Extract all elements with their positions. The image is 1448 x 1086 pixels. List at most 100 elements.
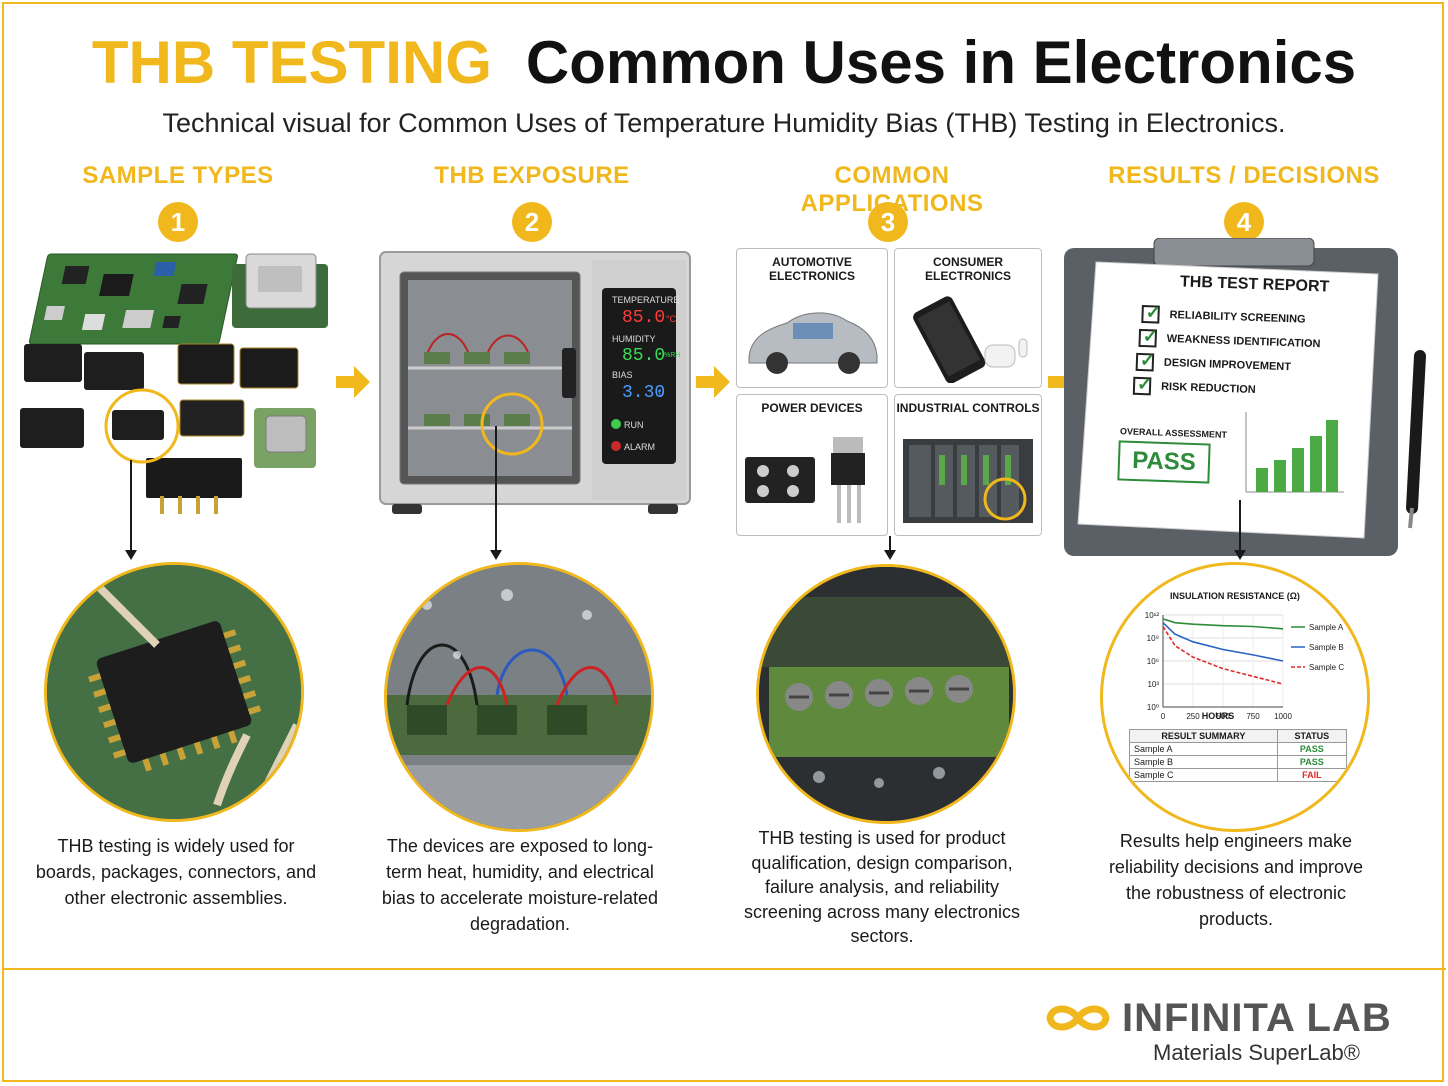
table-row: Sample A PASS <box>1129 742 1348 756</box>
check-label: RISK REDUCTION <box>1160 380 1256 397</box>
table-header: STATUS <box>1276 729 1348 743</box>
step-2-heading: THB EXPOSURE <box>434 162 630 189</box>
checkbox-checked-icon: ✓ <box>1135 350 1155 372</box>
series-line-sample-b <box>1162 622 1284 662</box>
checkbox-checked-icon: ✓ <box>1132 374 1153 396</box>
assessment-stamp: PASS <box>1117 440 1211 484</box>
table-cell-sample: Sample A <box>1129 742 1278 756</box>
y-tick-label: 10¹² <box>1145 611 1160 620</box>
title-accent: THB TESTING <box>91 29 492 96</box>
app-tile-industrial: INDUSTRIAL CONTROLS <box>894 394 1042 536</box>
app-tile-automotive: AUTOMOTIVE ELECTRONICS <box>736 248 888 388</box>
arrow-right-icon <box>336 366 370 398</box>
phone-icon <box>913 296 1028 383</box>
x-tick-label: 1000 <box>1274 712 1292 721</box>
table-cell-status: PASS <box>1276 755 1348 769</box>
temp-value: 85.0 <box>622 308 666 328</box>
x-tick-label: 0 <box>1161 712 1166 721</box>
table-cell-sample: Sample B <box>1129 755 1278 769</box>
table-row: Sample C FAIL <box>1129 768 1348 782</box>
callout-line <box>130 460 132 550</box>
title-rest: Common Uses in Electronics <box>525 29 1357 96</box>
car-icon <box>748 312 878 374</box>
footer-divider <box>2 968 1446 970</box>
temp-unit: °C <box>666 314 677 324</box>
check-label: RELIABILITY SCREENING <box>1169 308 1306 326</box>
chip-closeup-illustration <box>47 565 301 819</box>
table-row: Sample B PASS <box>1129 755 1348 769</box>
humidity-value: 85.0 <box>622 346 666 366</box>
terminal-closeup-circle <box>756 564 1016 824</box>
chart-title: INSULATION RESISTANCE (Ω) <box>1170 591 1300 601</box>
series-line-sample-a <box>1162 618 1284 630</box>
brand-tagline: Materials SuperLab® <box>1153 1040 1360 1065</box>
chart-xlabel: HOURS <box>1201 711 1235 721</box>
app-label-consumer: CONSUMER ELECTRONICS <box>924 255 1011 283</box>
table-header: RESULT SUMMARY <box>1129 729 1278 743</box>
result-summary-table: RESULT SUMMARY STATUS Sample A PASS Samp… <box>1129 729 1348 782</box>
infinity-logo-icon <box>1046 1005 1110 1031</box>
alarm-label: ALARM <box>624 442 656 452</box>
boards-closeup-circle <box>384 562 654 832</box>
terminal-closeup-illustration <box>759 567 1013 821</box>
page-subtitle: Technical visual for Common Uses of Temp… <box>162 108 1286 138</box>
x-tick-label: 250 <box>1186 712 1200 721</box>
step-4-caption: Results help engineers make reliability … <box>1108 831 1364 929</box>
y-tick-label: 10⁹ <box>1147 634 1159 643</box>
table-cell-status: PASS <box>1276 742 1348 756</box>
step-1-caption: THB testing is widely used for boards, p… <box>35 836 317 908</box>
app-label-automotive: AUTOMOTIVE ELECTRONICS <box>768 255 855 283</box>
app-label-power: POWER DEVICES <box>761 401 863 415</box>
checkbox-checked-icon: ✓ <box>1138 326 1158 348</box>
report-bar-chart-icon <box>1245 412 1344 493</box>
bias-value: 3.30 <box>622 383 666 403</box>
callout-line <box>889 536 891 550</box>
arrow-right-icon <box>696 366 730 398</box>
run-label: RUN <box>624 420 644 430</box>
x-tick-label: 750 <box>1246 712 1260 721</box>
callout-line <box>1239 500 1241 550</box>
humidity-label: HUMIDITY <box>612 334 656 344</box>
step-3-badge: 3 <box>868 202 908 242</box>
temp-label: TEMPERATURE <box>612 295 680 305</box>
app-tile-power: POWER DEVICES <box>736 394 888 536</box>
series-line-sample-c <box>1162 626 1284 685</box>
thb-chamber-illustration <box>379 251 691 514</box>
report-checklist: ✓RELIABILITY SCREENING ✓WEAKNESS IDENTIF… <box>1132 302 1322 404</box>
check-label: DESIGN IMPROVEMENT <box>1163 356 1292 374</box>
y-tick-label: 10⁰ <box>1147 703 1159 712</box>
legend-label: Sample B <box>1309 643 1344 652</box>
boards-closeup-illustration <box>387 565 651 829</box>
humidity-unit: %RH <box>664 352 681 359</box>
bias-label: BIAS <box>612 370 633 380</box>
table-cell-sample: Sample C <box>1129 768 1278 782</box>
legend-label: Sample C <box>1309 663 1344 672</box>
step-2-badge: 2 <box>512 202 552 242</box>
insulation-resistance-chart: 10⁰ 10³ 10⁶ 10⁹ 10¹² 0 250 500 750 1000 Sample A Sa… <box>1145 611 1345 721</box>
power-device-icon <box>745 437 865 523</box>
y-tick-label: 10³ <box>1147 680 1159 689</box>
plc-icon <box>903 439 1033 523</box>
x-tick-label: 500 <box>1216 712 1230 721</box>
callout-line <box>495 426 497 550</box>
bias-unit: V <box>658 389 665 399</box>
page-title: THB TESTING Common Uses in Electronics <box>0 28 1448 97</box>
step-1-heading: SAMPLE TYPES <box>82 162 274 189</box>
legend-label: Sample A <box>1309 623 1344 632</box>
step-1-badge: 1 <box>158 202 198 242</box>
table-header-row: RESULT SUMMARY STATUS <box>1129 729 1348 743</box>
y-tick-label: 10⁶ <box>1147 657 1159 666</box>
callout-arrow-icon <box>884 550 896 560</box>
callout-arrow-icon <box>1234 550 1246 560</box>
brand-name: INFINITA LAB <box>1122 996 1392 1040</box>
step-3-caption: THB testing is used for product qualific… <box>743 828 1021 946</box>
checkbox-checked-icon: ✓ <box>1141 302 1161 324</box>
callout-arrow-icon <box>125 550 137 560</box>
app-tile-consumer: CONSUMER ELECTRONICS <box>894 248 1042 388</box>
chip-closeup-circle <box>44 562 304 822</box>
step-4-heading: RESULTS / DECISIONS <box>1108 162 1380 189</box>
sample-components-illustration <box>20 253 328 514</box>
callout-arrow-icon <box>490 550 502 560</box>
